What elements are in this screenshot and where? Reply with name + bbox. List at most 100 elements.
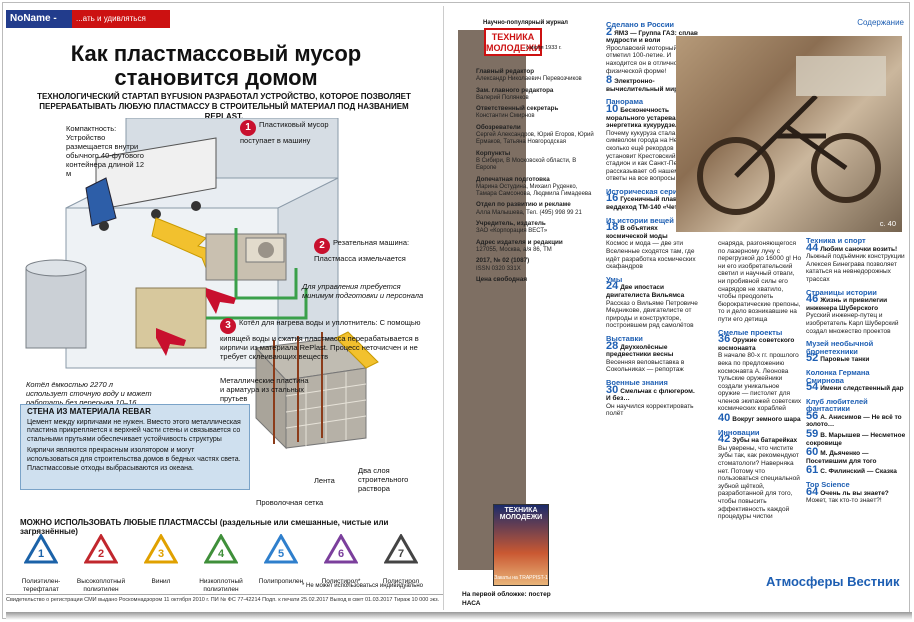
toc-section: Техника и спорт — [806, 236, 866, 245]
recycle-symbol-1: 1 Полиэтилен-терефталат — [22, 532, 60, 593]
imprint-key: Учредитель, издатель — [476, 220, 546, 228]
recycle-number: 3 — [157, 548, 165, 560]
imprint-value: В Сибири, В Московской области, В Европе — [476, 157, 577, 172]
toc-title: Две ипостаси двигателиста Вильямса — [606, 284, 685, 299]
toc-title: Имени следственный дар — [820, 385, 904, 393]
imprint-value: Алла Малышева, Тел. (495) 998 99 21 — [476, 209, 582, 216]
toc-section: Клуб любителей фантастики — [806, 396, 868, 414]
imprint-key: Ответственный секретарь — [476, 105, 559, 113]
toc-section: Top Science — [806, 480, 850, 490]
metal-note: Металлические пластина и арматура из ста… — [220, 376, 309, 403]
toc-title: Жизнь и привилегии инженера Шуберского — [806, 297, 888, 312]
footer-info: Свидетельство о регистрации СМИ выдано Р… — [6, 594, 443, 603]
recycle-icon — [383, 532, 419, 564]
toc-title: Зубы на батарейках — [732, 437, 798, 445]
toc-page: 61 — [806, 464, 819, 477]
toc-text: Почему кукуруза стала символом города на… — [606, 129, 700, 183]
mortar-label: Два слоя строительного раствора — [358, 466, 409, 493]
toc-section: Колонка Германа Смирнова — [806, 367, 870, 385]
imprint-entry: 2017, № 02 (1087)ISSN 0320 331X — [476, 257, 596, 273]
recycle-icon — [23, 532, 59, 564]
toc-page: 18 — [606, 221, 619, 234]
toc-text: Ярославский моторный завод отметил 100-л… — [606, 44, 697, 75]
journal-header: Научно-популярный журнал — [483, 20, 568, 26]
imprint-value: 127055, Москва, а/я 86, ТМ — [476, 246, 552, 253]
bottom-ribbon[interactable]: Атмосферы Вестник — [766, 574, 906, 608]
toc-title: Очень ль вы знаете? — [820, 489, 889, 497]
recycle-number: 2 — [97, 548, 105, 560]
toc-title: А. Анисимов — Не всё то золото… — [806, 413, 902, 429]
toc-page: 24 — [606, 280, 619, 293]
imprint-entry: Цена свободная — [476, 276, 596, 284]
toc-text: Может, так кто-то знает?! — [806, 497, 882, 505]
toc-page: 44 — [806, 241, 819, 254]
article-lead: ТЕХНОЛОГИЧЕСКИЙ СТАРТАП BYFUSION РАЗРАБО… — [37, 92, 411, 121]
recycle-label: Винил — [151, 578, 171, 585]
toc-text: В начале 80-х гг. прошлого века по предл… — [718, 352, 802, 413]
recycle-icon — [263, 532, 299, 564]
toc-section: Музей необычной бронетехники — [806, 339, 874, 356]
recycle-symbol-4: 4 Низкоплотный полиэтилен — [199, 532, 243, 593]
toc-column-2: снаряда, разгоняющегося по лазерному луч… — [718, 240, 802, 523]
toc-section: Смелые проекты — [718, 327, 783, 337]
recycle-label: Полистирол* — [321, 578, 361, 585]
toc-title: Смельчак с флюгером. И без… — [606, 387, 695, 403]
plastics-title: МОЖНО ИСПОЛЬЗОВАТЬ ЛЮБЫЕ ПЛАСТМАССЫ (раз… — [20, 518, 389, 536]
cover-caption: Закаты на TRAPPIST-1 — [494, 575, 548, 581]
cover-thumb[interactable]: ТЕХНИКА МОЛОДЕЖИ Закаты на TRAPPIST-1 — [493, 504, 549, 586]
recycle-icon — [323, 532, 359, 564]
brand-logo[interactable]: NoName - Club — [6, 10, 72, 42]
recycle-label: Полипропилен — [258, 578, 304, 585]
footnote: * Не может использоваться индивидуально — [302, 583, 423, 589]
toc-title: Любим саночки возить! — [820, 245, 898, 253]
recycle-icon — [203, 532, 239, 564]
toc-section: Панорама — [606, 97, 644, 107]
imprint-value: Валерий Полянков — [476, 94, 529, 101]
article-title: Как пластмассовый мусор становится домом — [70, 41, 362, 90]
right-page: Научно-популярный журнал ТЕХНИКА МОЛОДЕЖ… — [456, 6, 906, 610]
toc-title: С. Филинский — Сказка — [820, 468, 897, 476]
toc-section: Военные знания — [606, 377, 668, 387]
toc-title: Вокруг земного шара — [732, 416, 801, 424]
toc-title: В объятиях космической моды — [606, 225, 668, 240]
wall-title: СТЕНА ИЗ МАТЕРИАЛА REBAR — [27, 407, 151, 416]
toc-title: В. Марышев — Несметное сокровище — [806, 432, 906, 447]
toc-title: Паровые танки — [820, 356, 870, 364]
imprint-value: Константин Смирнов — [476, 113, 535, 120]
toc-page: 10 — [606, 102, 619, 115]
imprint-value: ЗАО «Корпорация ВЕСТ» — [476, 228, 548, 235]
tm-logo[interactable]: ТЕХНИКА МОЛОДЕЖИ — [484, 28, 542, 56]
toc-page: 42 — [718, 433, 731, 446]
imprint-key: Зам. главного редактора — [476, 86, 554, 94]
toc-section: Страницы истории — [806, 287, 877, 297]
section-slogan: ...ать и удивляться — [72, 10, 170, 28]
plastics-section: МОЖНО ИСПОЛЬЗОВАТЬ ЛЮБЫЕ ПЛАСТМАССЫ (раз… — [20, 518, 440, 598]
imprint-key: Цена свободная — [476, 275, 527, 283]
toc-section: Сделано в России — [606, 20, 675, 29]
mid-text: снаряда, разгоняющегося по лазерному луч… — [718, 240, 802, 323]
